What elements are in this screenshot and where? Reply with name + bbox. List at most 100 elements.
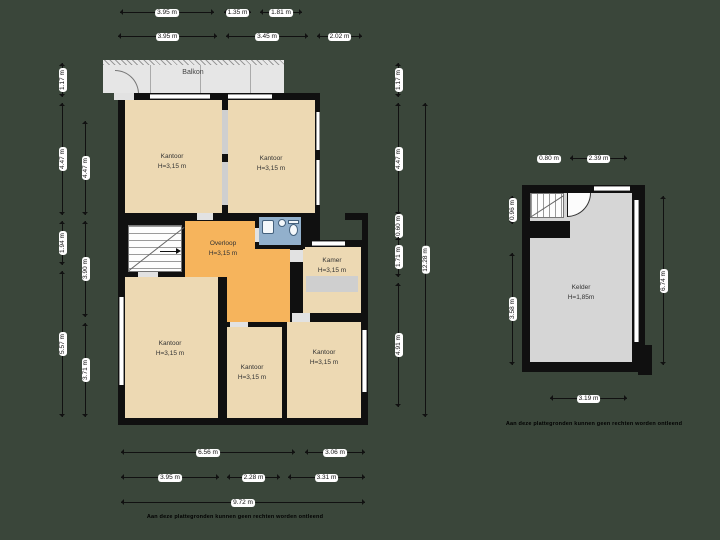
dimension-arrow-icon bbox=[547, 395, 553, 401]
disclaimer-text: Aan deze plattegronden kunnen geen recht… bbox=[146, 514, 324, 520]
dimension: 6.74 m bbox=[659, 193, 668, 368]
dimension-line bbox=[570, 158, 627, 159]
door-opening bbox=[292, 313, 310, 322]
balcony-railing bbox=[103, 60, 284, 65]
dimension-arrow-icon bbox=[509, 362, 515, 368]
dimension-arrow-icon bbox=[567, 155, 573, 161]
wall-segment bbox=[222, 100, 228, 110]
dimension-arrow-icon bbox=[624, 395, 630, 401]
balcony-divider bbox=[200, 65, 201, 93]
room-name: Kamer bbox=[322, 257, 342, 264]
room-overloop-lower bbox=[227, 277, 290, 322]
dimension-arrow-icon bbox=[557, 155, 563, 161]
window bbox=[316, 160, 320, 205]
room-name: Kantoor bbox=[240, 364, 264, 371]
dimension-arrow-icon bbox=[509, 250, 515, 256]
balcony-divider bbox=[250, 65, 251, 93]
window bbox=[362, 330, 367, 392]
room-height: H=3,15 m bbox=[256, 164, 286, 172]
door-opening bbox=[230, 322, 248, 327]
dimension: 2.39 m bbox=[567, 154, 630, 163]
room-label-overloop: Overloop H=3,15 m bbox=[183, 239, 263, 258]
dimension-line bbox=[550, 398, 627, 399]
dimension-label: 0.96 m bbox=[508, 198, 517, 222]
room-name: Kantoor bbox=[259, 155, 283, 162]
window bbox=[228, 94, 272, 99]
dimension-label: 2.39 m bbox=[586, 154, 611, 163]
dimension-arrow-icon bbox=[660, 362, 666, 368]
dimension: 3.19 m bbox=[547, 394, 630, 403]
dimension-arrow-icon bbox=[509, 193, 515, 199]
room-label-kamer: Kamer H=3,15 m bbox=[302, 256, 362, 275]
window bbox=[150, 94, 210, 99]
wall-segment bbox=[222, 205, 228, 213]
dimension-label: 3.58 m bbox=[508, 297, 517, 321]
room-height: H=3,15 m bbox=[237, 373, 267, 381]
room-height: H=3,15 m bbox=[157, 162, 187, 170]
room-label-kelder: Kelder H=1,85m bbox=[531, 283, 631, 302]
wall-segment bbox=[222, 154, 228, 162]
window bbox=[316, 112, 320, 150]
room-name: Kantoor bbox=[312, 349, 336, 356]
window bbox=[312, 241, 345, 246]
room-label-kantoor-bm: Kantoor H=3,15 m bbox=[221, 363, 283, 382]
dimension-label: 6.74 m bbox=[659, 268, 668, 293]
room-height: H=3,15 m bbox=[208, 249, 238, 257]
room-kantoor-top-right bbox=[228, 100, 315, 213]
room-height: H=1,85m bbox=[567, 293, 595, 301]
stairs-arrow-head-icon bbox=[176, 248, 184, 254]
door-opening bbox=[197, 213, 213, 220]
wall-segment bbox=[362, 213, 368, 247]
room-kantoor-bottom-right bbox=[287, 322, 361, 418]
dimension-arrow-icon bbox=[660, 193, 666, 199]
wall-segment bbox=[528, 221, 570, 238]
room-label-kantoor-tr: Kantoor H=3,15 m bbox=[226, 154, 316, 173]
kelder-door-leaf bbox=[567, 193, 568, 217]
room-height: H=3,15 m bbox=[155, 349, 185, 357]
room-height: H=3,15 m bbox=[317, 266, 347, 274]
sink-icon bbox=[262, 220, 274, 234]
room-kantoor-bottom-left bbox=[125, 277, 218, 418]
dimension-line bbox=[512, 253, 513, 365]
balcony-label: Balkon bbox=[182, 69, 204, 76]
dimension-label: 3.19 m bbox=[576, 394, 601, 403]
door-opening bbox=[114, 93, 134, 100]
dimension: 0.96 m bbox=[508, 193, 517, 227]
room-label-kantoor-tl: Kantoor H=3,15 m bbox=[122, 152, 222, 171]
door-opening bbox=[290, 250, 303, 262]
disclaimer-text: Aan deze plattegronden kunnen geen recht… bbox=[505, 421, 683, 427]
toilet-tank-icon bbox=[288, 220, 299, 224]
kamer-gray-strip bbox=[306, 276, 358, 292]
room-height: H=3,15 m bbox=[309, 358, 339, 366]
toilet-icon bbox=[289, 224, 298, 236]
room-name: Kantoor bbox=[158, 340, 182, 347]
room-kantoor-bottom-middle bbox=[227, 327, 282, 418]
room-kelder bbox=[530, 193, 632, 362]
door-opening bbox=[138, 272, 158, 277]
dimension-label: 0.80 m bbox=[537, 154, 561, 163]
dimension-line bbox=[663, 196, 664, 365]
stairs-arrow-icon bbox=[160, 251, 176, 252]
room-name: Kantoor bbox=[160, 153, 184, 160]
room-label-kantoor-br: Kantoor H=3,15 m bbox=[286, 348, 362, 367]
window bbox=[594, 186, 630, 191]
dimension-arrow-icon bbox=[509, 221, 515, 227]
dimension-arrow-icon bbox=[624, 155, 630, 161]
door-opening bbox=[255, 228, 259, 242]
room-name: Kelder bbox=[571, 284, 591, 291]
dimension: 3.58 m bbox=[508, 250, 517, 368]
room-name: Overloop bbox=[209, 240, 237, 247]
dimension-line bbox=[538, 158, 560, 159]
wall-segment bbox=[345, 213, 368, 220]
room-kantoor-top-left bbox=[125, 100, 222, 213]
wall-segment bbox=[638, 345, 652, 375]
balcony-divider bbox=[150, 65, 151, 93]
window bbox=[634, 200, 639, 342]
shower-icon bbox=[278, 219, 286, 227]
window bbox=[119, 297, 124, 385]
room-label-kantoor-bl: Kantoor H=3,15 m bbox=[120, 339, 220, 358]
dimension-line bbox=[512, 196, 513, 224]
